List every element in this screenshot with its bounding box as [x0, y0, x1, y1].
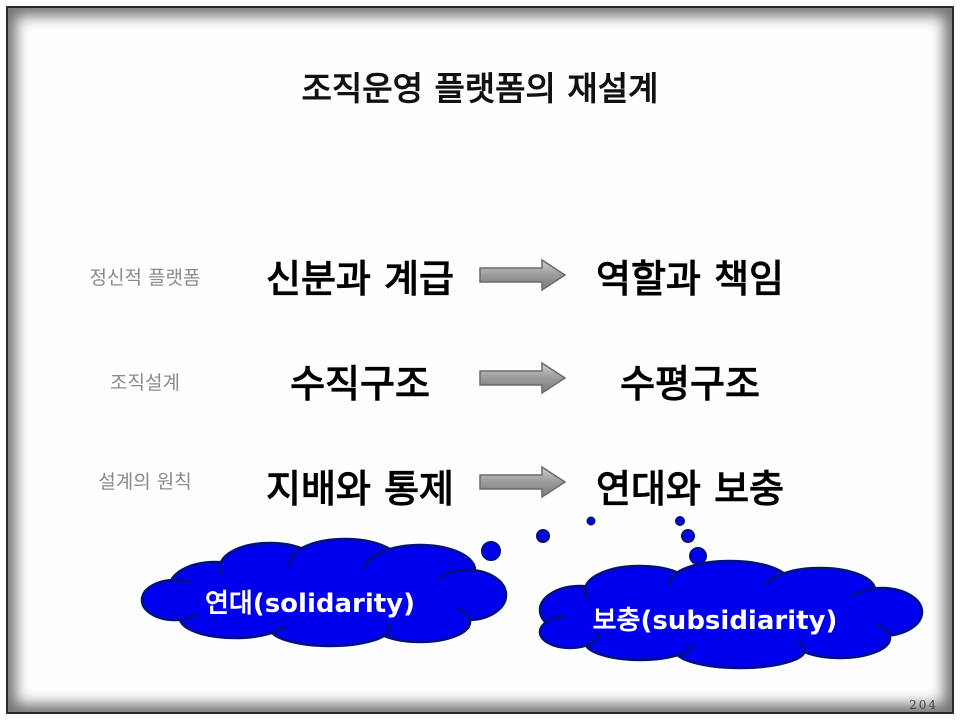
thought-dot-icon — [681, 529, 695, 543]
cloud-left-text: 연대(solidarity) — [204, 589, 416, 619]
row-label-mental-platform: 정신적 플랫폼 — [89, 267, 201, 289]
row-1-from-term: 신분과 계급 — [265, 257, 455, 301]
page-number: 204 — [909, 698, 938, 712]
thought-dot-icon — [689, 547, 707, 565]
thought-dot-icon — [481, 541, 501, 561]
row-2-from-term: 수직구조 — [290, 362, 430, 406]
row-label-design-principle: 설계의 원칙 — [98, 471, 192, 493]
row-2-arrow-icon — [479, 361, 567, 395]
thought-dot-icon — [536, 529, 550, 543]
row-1-to-term: 역할과 책임 — [595, 257, 785, 301]
cloud-right-text: 보충(subsidiarity) — [592, 606, 838, 636]
row-3-to-term: 연대와 보충 — [595, 467, 785, 511]
thought-dot-icon — [675, 516, 685, 526]
row-3-arrow-icon — [479, 465, 567, 499]
thought-dot-icon — [586, 516, 596, 526]
row-3-from-term: 지배와 통제 — [265, 467, 455, 511]
row-label-org-design: 조직설계 — [110, 372, 180, 394]
row-1-arrow-icon — [479, 258, 567, 292]
slide-title: 조직운영 플랫폼의 재설계 — [301, 69, 659, 108]
row-2-to-term: 수평구조 — [620, 362, 760, 406]
